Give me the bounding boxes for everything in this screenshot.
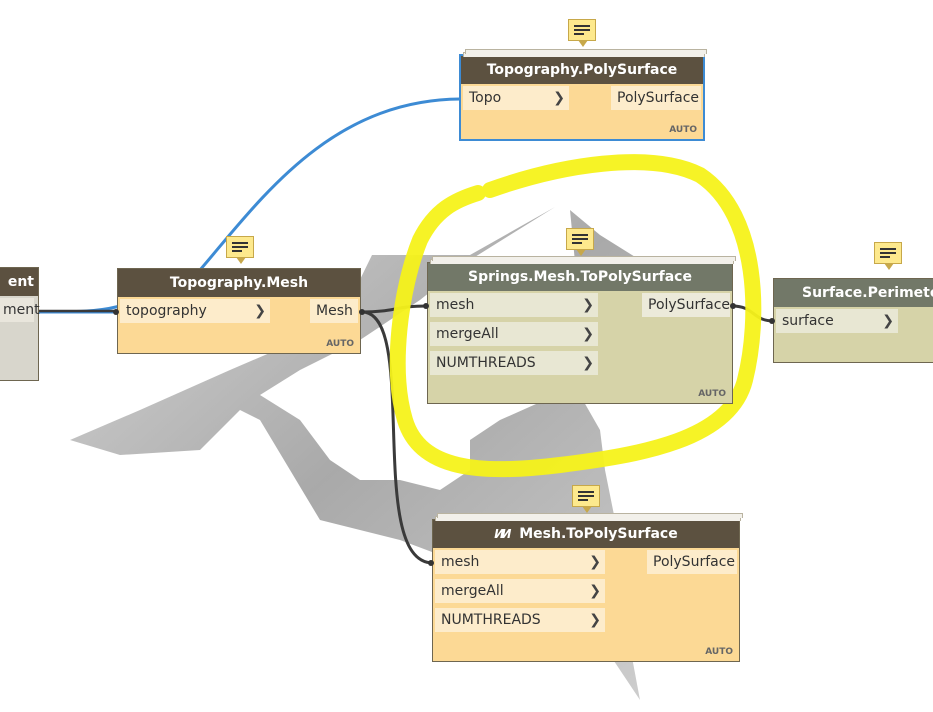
node-type-icon: ИИ [494, 527, 511, 541]
port-connector [359, 309, 365, 315]
note-icon[interactable] [572, 485, 600, 513]
chevron-right-icon: ❯ [254, 303, 266, 319]
input-port-label: NUMTHREADS [436, 355, 536, 371]
port-connector [730, 303, 736, 309]
node-title: Topography.PolySurface [461, 56, 703, 84]
port-connector [769, 318, 775, 324]
node-title: ent [0, 268, 38, 296]
input-port-mergeall[interactable]: mergeAll ❯ [435, 579, 605, 603]
highlight-circle [389, 154, 762, 478]
input-port-label: mesh [441, 554, 480, 570]
input-port-mesh[interactable]: mesh ❯ [430, 293, 598, 317]
note-icon[interactable] [568, 19, 596, 47]
input-port-mergeall[interactable]: mergeAll ❯ [430, 322, 598, 346]
input-port-topography[interactable]: topography ❯ [120, 299, 270, 323]
node-header: ИИ Mesh.ToPolySurface [433, 520, 739, 548]
input-port-numthreads[interactable]: NUMTHREADS ❯ [430, 351, 598, 375]
port-connector [428, 560, 434, 566]
wire-blue [37, 97, 461, 314]
chevron-right-icon: ❯ [589, 612, 601, 628]
lacing-badge: AUTO [698, 389, 726, 399]
chevron-right-icon: ❯ [882, 313, 894, 329]
input-port-topo[interactable]: Topo ❯ [463, 86, 569, 110]
lacing-badge: AUTO [326, 339, 354, 349]
node-partial-left[interactable]: ent ment [0, 267, 40, 381]
note-icon[interactable] [566, 228, 594, 256]
input-port-surface[interactable]: surface ❯ [776, 309, 898, 333]
output-port-label[interactable]: ment [0, 298, 40, 322]
node-title: Springs.Mesh.ToPolySurface [428, 263, 732, 291]
output-port-polysurface[interactable]: PolySurface [642, 293, 730, 317]
port-connector [113, 309, 119, 315]
node-topography-polysurface[interactable]: Topography.PolySurface Topo ❯ PolySurfac… [459, 49, 707, 141]
note-icon[interactable] [874, 242, 902, 270]
input-port-mesh[interactable]: mesh ❯ [435, 550, 605, 574]
chevron-right-icon: ❯ [582, 326, 594, 342]
input-port-label: mesh [436, 297, 475, 313]
node-topography-mesh[interactable]: Topography.Mesh topography ❯ Mesh AUTO [117, 268, 361, 354]
chevron-right-icon: ❯ [589, 554, 601, 570]
input-port-label: surface [782, 313, 834, 329]
note-icon[interactable] [226, 236, 254, 264]
input-port-label: mergeAll [441, 583, 504, 599]
input-port-label: topography [126, 303, 207, 319]
wire-mesh-topolysurface [361, 310, 434, 565]
input-port-numthreads[interactable]: NUMTHREADS ❯ [435, 608, 605, 632]
output-port-polysurface[interactable]: PolySurface [647, 550, 737, 574]
node-mesh-topolysurface[interactable]: ИИ Mesh.ToPolySurface mesh ❯ mergeAll ❯ … [432, 513, 743, 662]
chevron-right-icon: ❯ [582, 355, 594, 371]
port-connector [423, 303, 429, 309]
lacing-badge: AUTO [705, 647, 733, 657]
node-title: Surface.PerimeterC [774, 279, 933, 307]
node-title: Topography.Mesh [118, 269, 360, 297]
output-port-mesh[interactable]: Mesh [310, 299, 358, 323]
input-port-label: Topo [469, 90, 502, 106]
chevron-right-icon: ❯ [582, 297, 594, 313]
node-surface-perimeter[interactable]: Surface.PerimeterC surface ❯ [773, 278, 933, 363]
input-port-label: NUMTHREADS [441, 612, 541, 628]
chevron-right-icon: ❯ [589, 583, 601, 599]
lacing-badge: AUTO [669, 125, 697, 135]
chevron-right-icon: ❯ [553, 90, 565, 106]
output-port-polysurface[interactable]: PolySurface [611, 86, 701, 110]
input-port-label: mergeAll [436, 326, 499, 342]
node-title: Mesh.ToPolySurface [519, 526, 678, 542]
node-springs-mesh-topolysurface[interactable]: Springs.Mesh.ToPolySurface mesh ❯ mergeA… [427, 256, 736, 404]
